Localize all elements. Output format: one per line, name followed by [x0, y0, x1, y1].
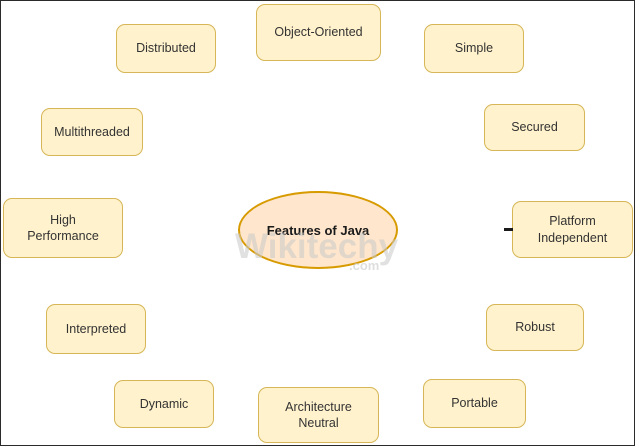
node-label: Interpreted	[65, 321, 127, 336]
node-platform-independent: Platform Independent	[512, 201, 633, 258]
node-simple: Simple	[424, 24, 524, 73]
node-portable: Portable	[423, 379, 526, 428]
node-label: Dynamic	[139, 396, 189, 411]
node-label: Portable	[451, 396, 498, 411]
node-label: Object-Oriented	[274, 25, 363, 40]
center-ellipse: Features of Java	[238, 191, 398, 269]
node-label: Simple	[454, 41, 494, 56]
node-label: Robust	[515, 320, 555, 335]
node-label: Architecture Neutral	[285, 399, 352, 430]
node-high-performance: High Performance	[3, 198, 123, 258]
node-architecture-neutral: Architecture Neutral	[258, 387, 379, 443]
node-label: High Performance	[27, 212, 99, 243]
connector-dash	[504, 228, 513, 231]
node-label: Secured	[511, 120, 558, 135]
node-object-oriented: Object-Oriented	[256, 4, 381, 61]
node-label: Platform Independent	[537, 214, 608, 245]
node-label: Multithreaded	[54, 124, 130, 139]
node-dynamic: Dynamic	[114, 380, 214, 428]
node-robust: Robust	[486, 304, 584, 351]
node-secured: Secured	[484, 104, 585, 151]
node-label: Distributed	[136, 41, 196, 56]
node-distributed: Distributed	[116, 24, 216, 73]
node-interpreted: Interpreted	[46, 304, 146, 354]
node-multithreaded: Multithreaded	[41, 108, 143, 156]
center-title: Features of Java	[266, 222, 370, 238]
